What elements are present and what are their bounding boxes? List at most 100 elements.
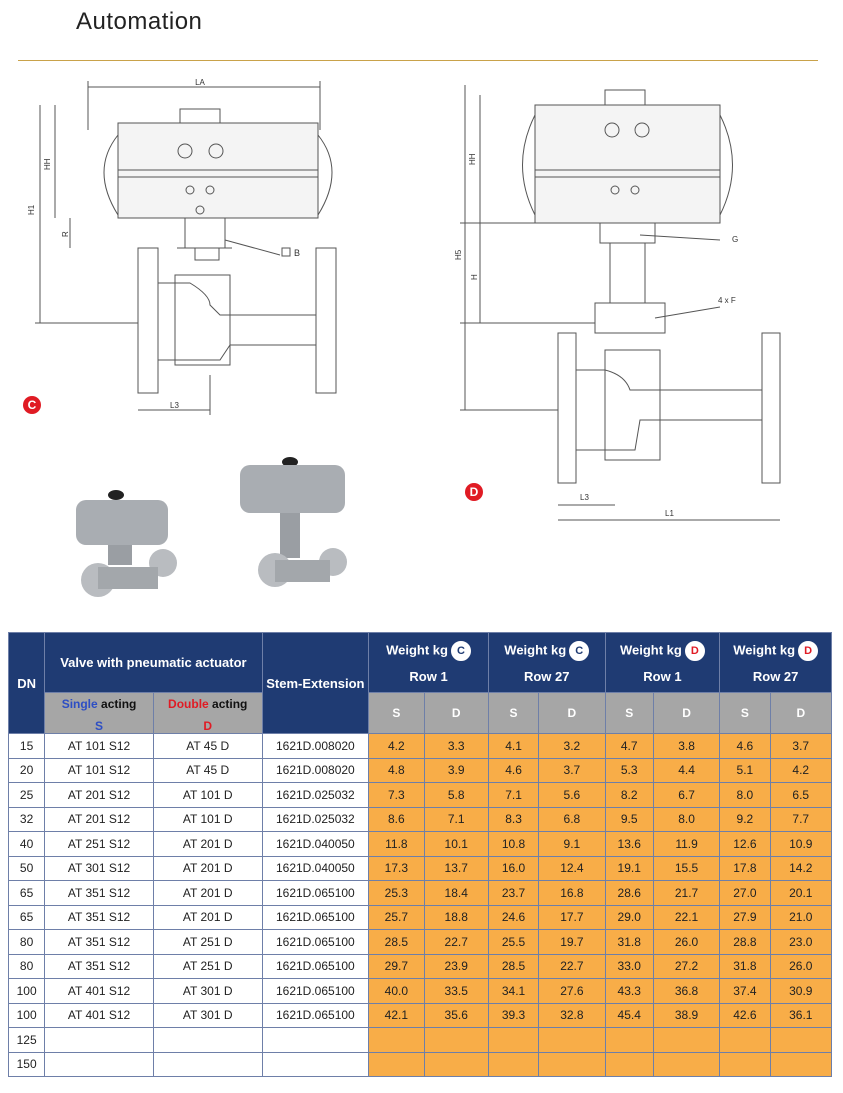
weight-cell: 40.0: [368, 978, 425, 1004]
header-double-d: D: [203, 719, 213, 733]
weight-cell: [423, 1051, 489, 1077]
weight-cell: 26.0: [652, 929, 721, 955]
header-row-label: Row 1: [409, 669, 448, 684]
product-photo-c: [76, 490, 177, 597]
stem-extension-cell: 1621D.065100: [261, 904, 370, 930]
weight-cell: 33.5: [423, 978, 489, 1004]
weight-cell: 7.1: [423, 806, 489, 832]
header-d: D: [652, 692, 721, 734]
weight-cell: 22.7: [538, 953, 606, 979]
dim-b: B: [294, 248, 300, 258]
stem-extension-cell: 1621D.040050: [261, 855, 370, 881]
weight-cell: 15.5: [652, 855, 721, 881]
weight-cell: 4.2: [368, 733, 425, 759]
weight-table: DN Valve with pneumatic actuator Stem-Ex…: [7, 632, 833, 1077]
dn-cell: 80: [7, 953, 46, 979]
header-d: D: [538, 692, 606, 734]
header-badge-c: C: [569, 641, 590, 661]
weight-cell: 37.4: [719, 978, 771, 1004]
double-acting-cell: AT 251 D: [152, 953, 263, 979]
title-divider: [18, 60, 818, 61]
weight-cell: 5.8: [423, 782, 489, 808]
dn-cell: 80: [7, 929, 46, 955]
weight-cell: [538, 1027, 606, 1053]
weight-cell: [719, 1051, 771, 1077]
stem-extension-cell: 1621D.065100: [261, 880, 370, 906]
weight-cell: 5.1: [719, 757, 771, 783]
double-acting-cell: AT 201 D: [152, 831, 263, 857]
weight-cell: 36.1: [769, 1002, 833, 1028]
dim-g: G: [732, 235, 738, 244]
double-acting-cell: AT 301 D: [152, 1002, 263, 1028]
weight-cell: 10.8: [487, 831, 540, 857]
weight-cell: [652, 1027, 721, 1053]
weight-cell: 6.8: [538, 806, 606, 832]
stem-extension-cell: 1621D.025032: [261, 806, 370, 832]
weight-cell: 9.1: [538, 831, 606, 857]
weight-cell: 11.8: [368, 831, 425, 857]
weight-cell: 4.2: [769, 757, 833, 783]
weight-cell: 3.9: [423, 757, 489, 783]
weight-cell: 23.7: [487, 880, 540, 906]
weight-cell: 8.0: [719, 782, 771, 808]
weight-cell: 9.5: [604, 806, 654, 832]
dn-cell: 32: [7, 806, 46, 832]
weight-cell: [368, 1027, 425, 1053]
single-acting-cell: AT 401 S12: [44, 1002, 154, 1028]
weight-cell: 11.9: [652, 831, 721, 857]
weight-cell: 30.9: [769, 978, 833, 1004]
weight-cell: 21.7: [652, 880, 721, 906]
dn-cell: 25: [7, 782, 46, 808]
weight-cell: 17.3: [368, 855, 425, 881]
dn-cell: 150: [7, 1051, 46, 1077]
weight-cell: 5.3: [604, 757, 654, 783]
stem-extension-cell: 1621D.065100: [261, 978, 370, 1004]
single-acting-cell: AT 251 S12: [44, 831, 154, 857]
dim-la: LA: [195, 78, 205, 87]
dim-l3-c: L3: [170, 401, 179, 410]
dn-cell: 15: [7, 733, 46, 759]
weight-cell: 13.6: [604, 831, 654, 857]
weight-cell: 7.1: [487, 782, 540, 808]
weight-cell: 18.8: [423, 904, 489, 930]
stem-extension-cell: 1621D.065100: [261, 953, 370, 979]
dn-cell: 20: [7, 757, 46, 783]
stem-extension-cell: 1621D.008020: [261, 757, 370, 783]
weight-cell: 28.6: [604, 880, 654, 906]
weight-cell: 35.6: [423, 1002, 489, 1028]
weight-cell: 28.5: [368, 929, 425, 955]
weight-cell: 12.6: [719, 831, 771, 857]
weight-cell: 18.4: [423, 880, 489, 906]
weight-cell: 10.1: [423, 831, 489, 857]
single-acting-cell: [44, 1051, 154, 1077]
weight-cell: [604, 1051, 654, 1077]
weight-cell: 19.1: [604, 855, 654, 881]
dim-h1: H1: [27, 204, 36, 215]
weight-cell: 8.6: [368, 806, 425, 832]
weight-cell: 16.8: [538, 880, 606, 906]
weight-cell: 19.7: [538, 929, 606, 955]
weight-cell: 27.9: [719, 904, 771, 930]
double-acting-cell: AT 201 D: [152, 880, 263, 906]
weight-cell: 24.6: [487, 904, 540, 930]
header-single-acting: Single acting S: [44, 692, 154, 734]
table-row: 125: [7, 1027, 833, 1053]
weight-cell: 25.7: [368, 904, 425, 930]
stem-extension-cell: [261, 1051, 370, 1077]
header-stem: Stem-Extension: [261, 632, 370, 734]
weight-cell: 29.7: [368, 953, 425, 979]
weight-cell: 13.7: [423, 855, 489, 881]
weight-cell: 4.7: [604, 733, 654, 759]
stem-extension-cell: 1621D.040050: [261, 831, 370, 857]
header-single-s: S: [95, 719, 104, 733]
